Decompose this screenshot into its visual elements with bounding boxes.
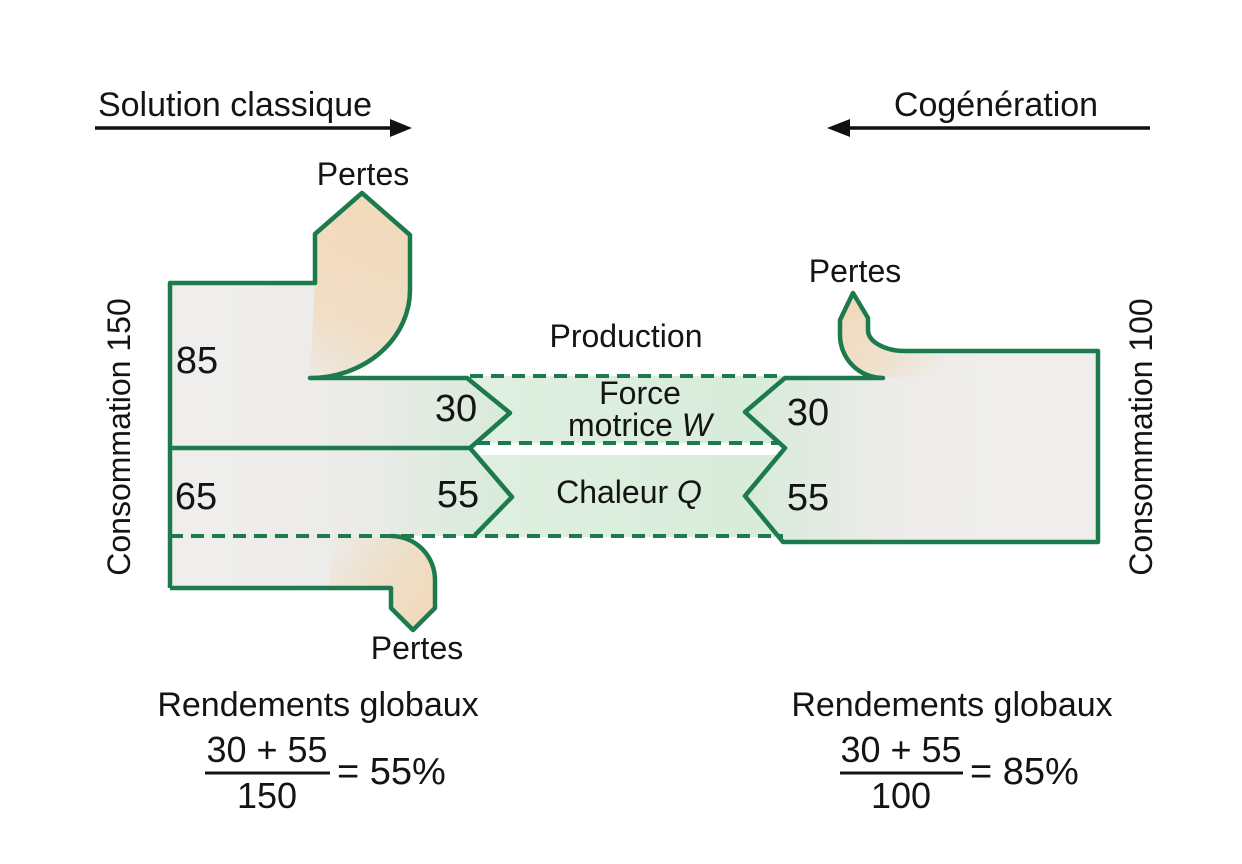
header-solution-classique: Solution classique	[98, 86, 372, 124]
efficiency-left-numerator: 30 + 55	[206, 729, 327, 770]
value-left-force-30: 30	[435, 388, 477, 430]
left-consumption-label: Consommation 150	[101, 298, 137, 575]
right-block-outline	[742, 290, 1101, 545]
efficiency-right-result: = 85%	[970, 751, 1079, 793]
heat-label: Chaleur Q	[556, 474, 702, 510]
production-title: Production	[550, 318, 703, 354]
value-left-heat-55: 55	[437, 474, 479, 516]
loss-right-label: Pertes	[809, 253, 901, 289]
efficiency-left: Rendements globaux 30 + 55 150 = 55%	[157, 686, 478, 816]
heat-symbol: Q	[677, 474, 702, 510]
force-label-line1: Force	[599, 375, 681, 411]
force-label-line2: motrice W	[568, 407, 715, 443]
loss-top-left-label: Pertes	[317, 156, 409, 192]
force-symbol: W	[682, 407, 715, 443]
value-input-65: 65	[175, 476, 217, 518]
efficiency-right-denominator: 100	[871, 775, 931, 816]
efficiency-left-title: Rendements globaux	[157, 686, 478, 724]
right-arrow-icon	[95, 119, 412, 137]
loss-bottom-left-flow	[330, 537, 435, 630]
right-consumption-label: Consommation 100	[1123, 298, 1159, 575]
efficiency-left-denominator: 150	[237, 775, 297, 816]
value-input-85: 85	[176, 340, 218, 382]
left-block-outline	[167, 190, 515, 588]
efficiency-right-numerator: 30 + 55	[840, 729, 961, 770]
efficiency-right-title: Rendements globaux	[791, 686, 1112, 724]
value-right-force-30: 30	[787, 392, 829, 434]
left-consumption-flow	[170, 193, 512, 630]
left-arrow-icon	[827, 119, 1150, 137]
right-consumption-flow	[745, 293, 1098, 542]
loss-bottom-left-label: Pertes	[371, 630, 463, 666]
loss-top-left-flow	[310, 193, 410, 378]
header-cogeneration: Cogénération	[894, 86, 1098, 124]
value-right-heat-55: 55	[787, 477, 829, 519]
efficiency-right: Rendements globaux 30 + 55 100 = 85%	[791, 686, 1112, 816]
efficiency-left-result: = 55%	[337, 751, 446, 793]
loss-right-flow	[840, 293, 940, 377]
